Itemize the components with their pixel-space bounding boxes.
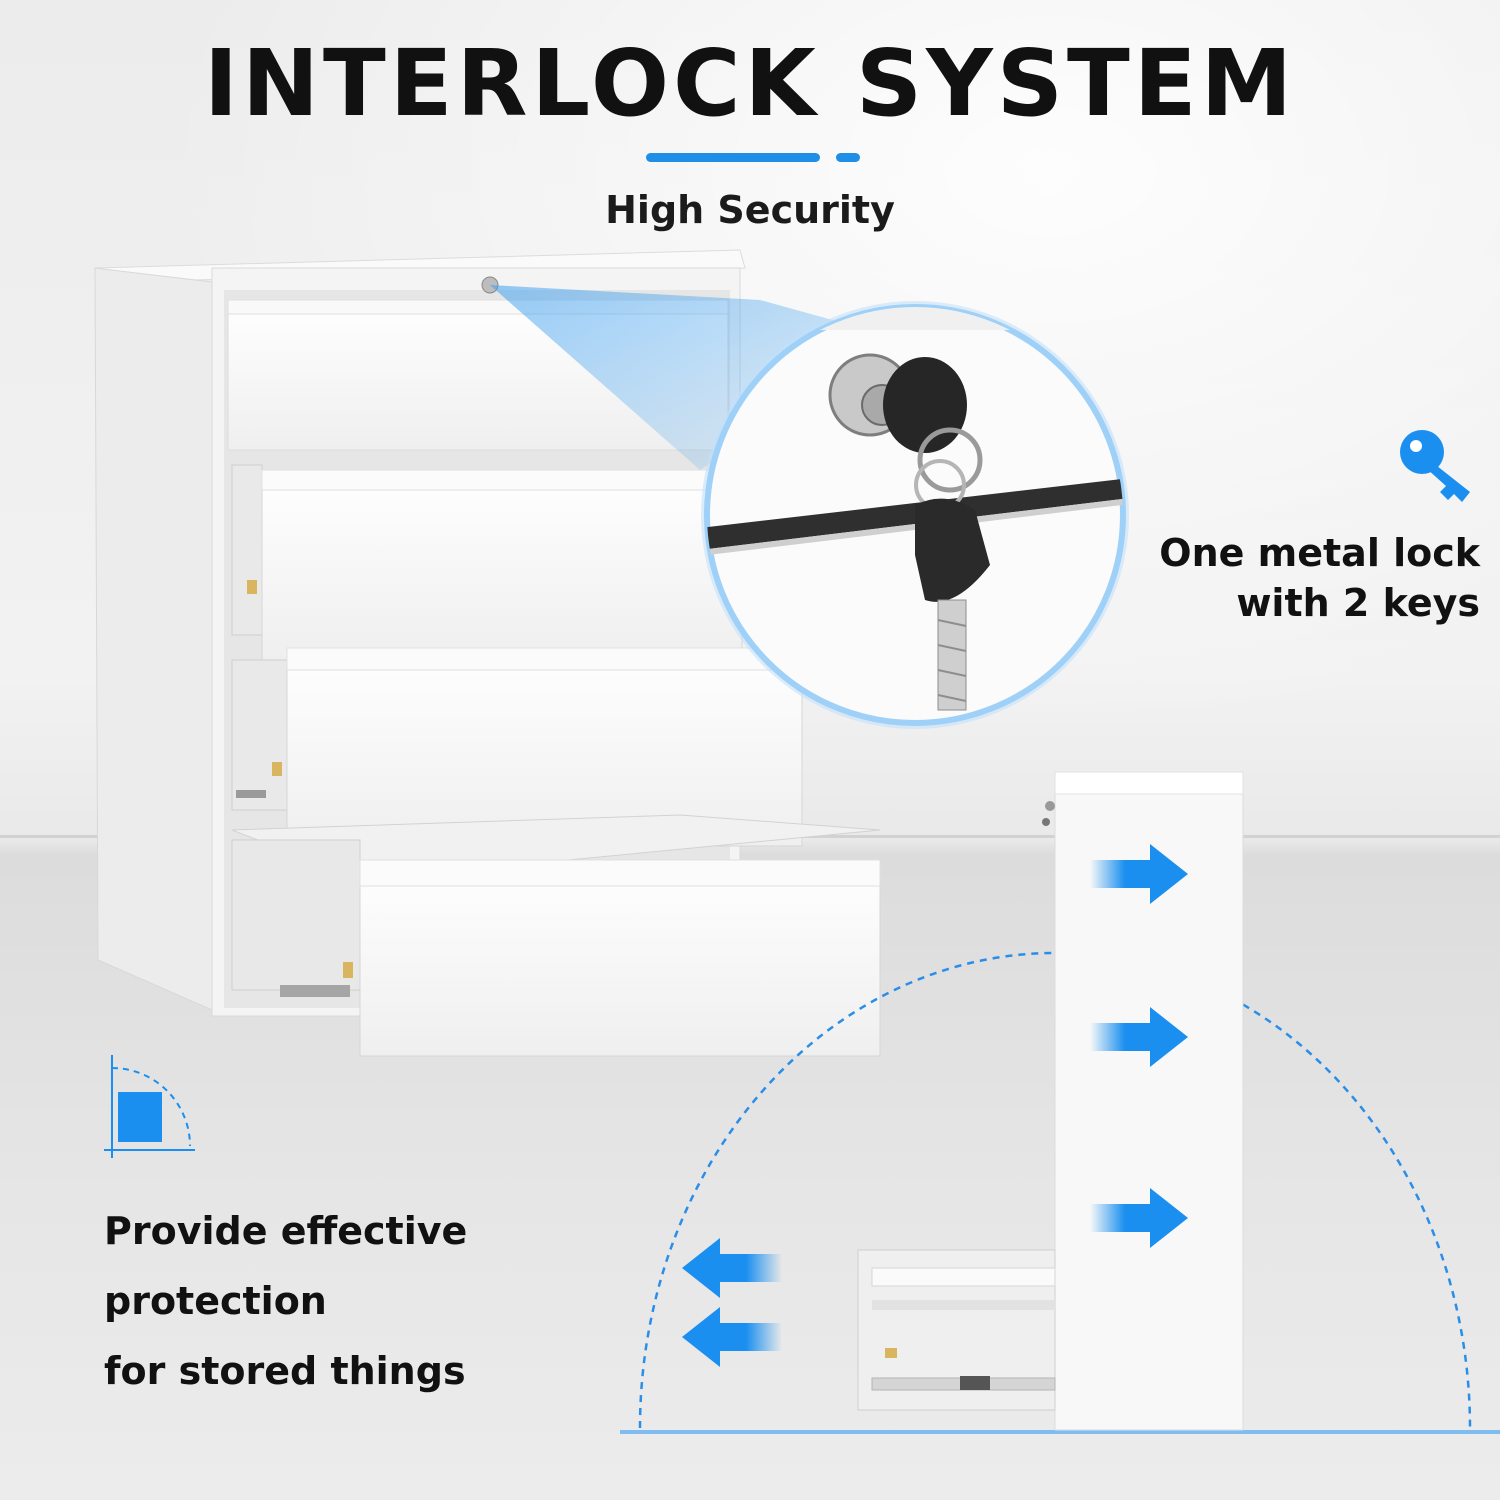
page-subtitle: High Security <box>605 188 895 232</box>
filing-cabinet <box>94 249 881 1057</box>
protection-dome <box>638 951 1472 1429</box>
pull-out-arrow <box>682 1238 782 1298</box>
protection-feature-line: for stored things <box>104 1349 466 1393</box>
cabinet-side-view <box>857 771 1244 1431</box>
lock-closeup <box>701 301 1129 729</box>
lock-feature-line: with 2 keys <box>1236 581 1480 625</box>
push-in-arrow <box>1090 1007 1188 1067</box>
pull-out-arrow <box>682 1307 782 1367</box>
title-underline-long <box>646 153 820 162</box>
lock-feature-text: One metal lock with 2 keys <box>1159 528 1480 628</box>
push-in-arrow <box>1090 1188 1188 1248</box>
corner-protection-icon <box>104 1055 195 1158</box>
page-title: INTERLOCK SYSTEM <box>203 30 1297 137</box>
protection-feature-line: protection <box>104 1279 327 1323</box>
protection-feature-line: Provide effective <box>104 1209 468 1253</box>
title-underline-short <box>836 153 860 162</box>
push-in-arrow <box>1090 844 1188 904</box>
protection-feature-text: Provide effective protection for stored … <box>104 1196 467 1406</box>
lock-feature-line: One metal lock <box>1159 531 1480 575</box>
key-icon <box>1400 430 1470 502</box>
magnify-beam <box>490 285 905 470</box>
